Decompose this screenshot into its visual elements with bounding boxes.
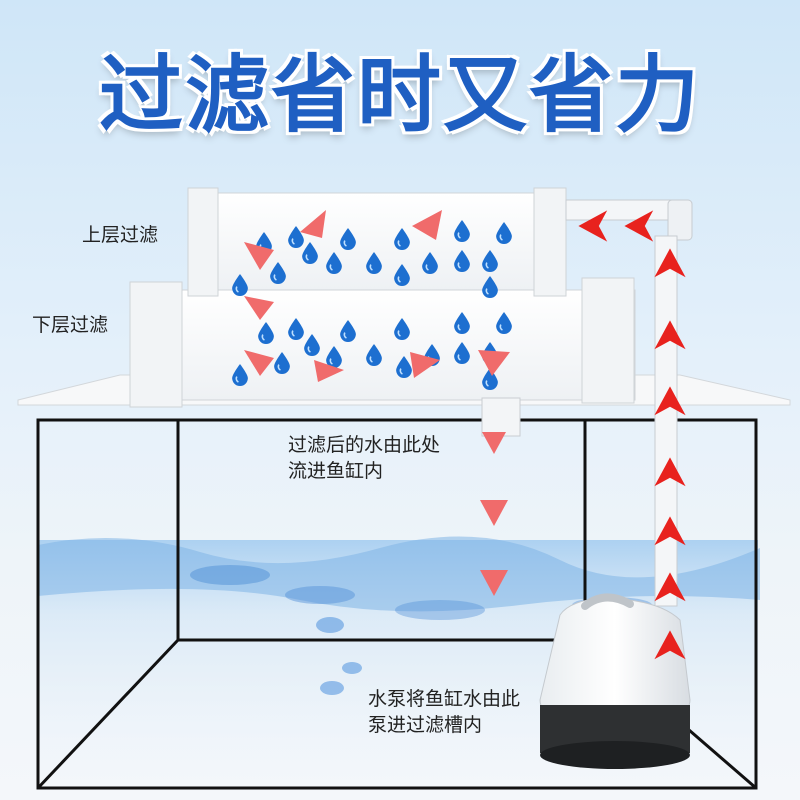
pump-label-line2: 泵进过滤槽内 <box>368 714 483 736</box>
upper-filter-label: 上层过滤 <box>82 224 159 246</box>
pump-label-line1: 水泵将鱼缸水由此 <box>368 688 521 710</box>
lower-filter-label: 下层过滤 <box>32 314 109 336</box>
upper-filter-box <box>187 187 567 297</box>
water-pump <box>539 593 691 769</box>
outflow-arrows <box>480 432 508 596</box>
filter-flow-arrows <box>244 210 510 382</box>
outflow-label-line2: 流进鱼缸内 <box>288 460 384 482</box>
outflow-label-line1: 过滤后的水由此处 <box>288 434 441 456</box>
page-title: 过滤省时又省力 <box>98 46 701 144</box>
lower-filter-box <box>129 277 636 437</box>
